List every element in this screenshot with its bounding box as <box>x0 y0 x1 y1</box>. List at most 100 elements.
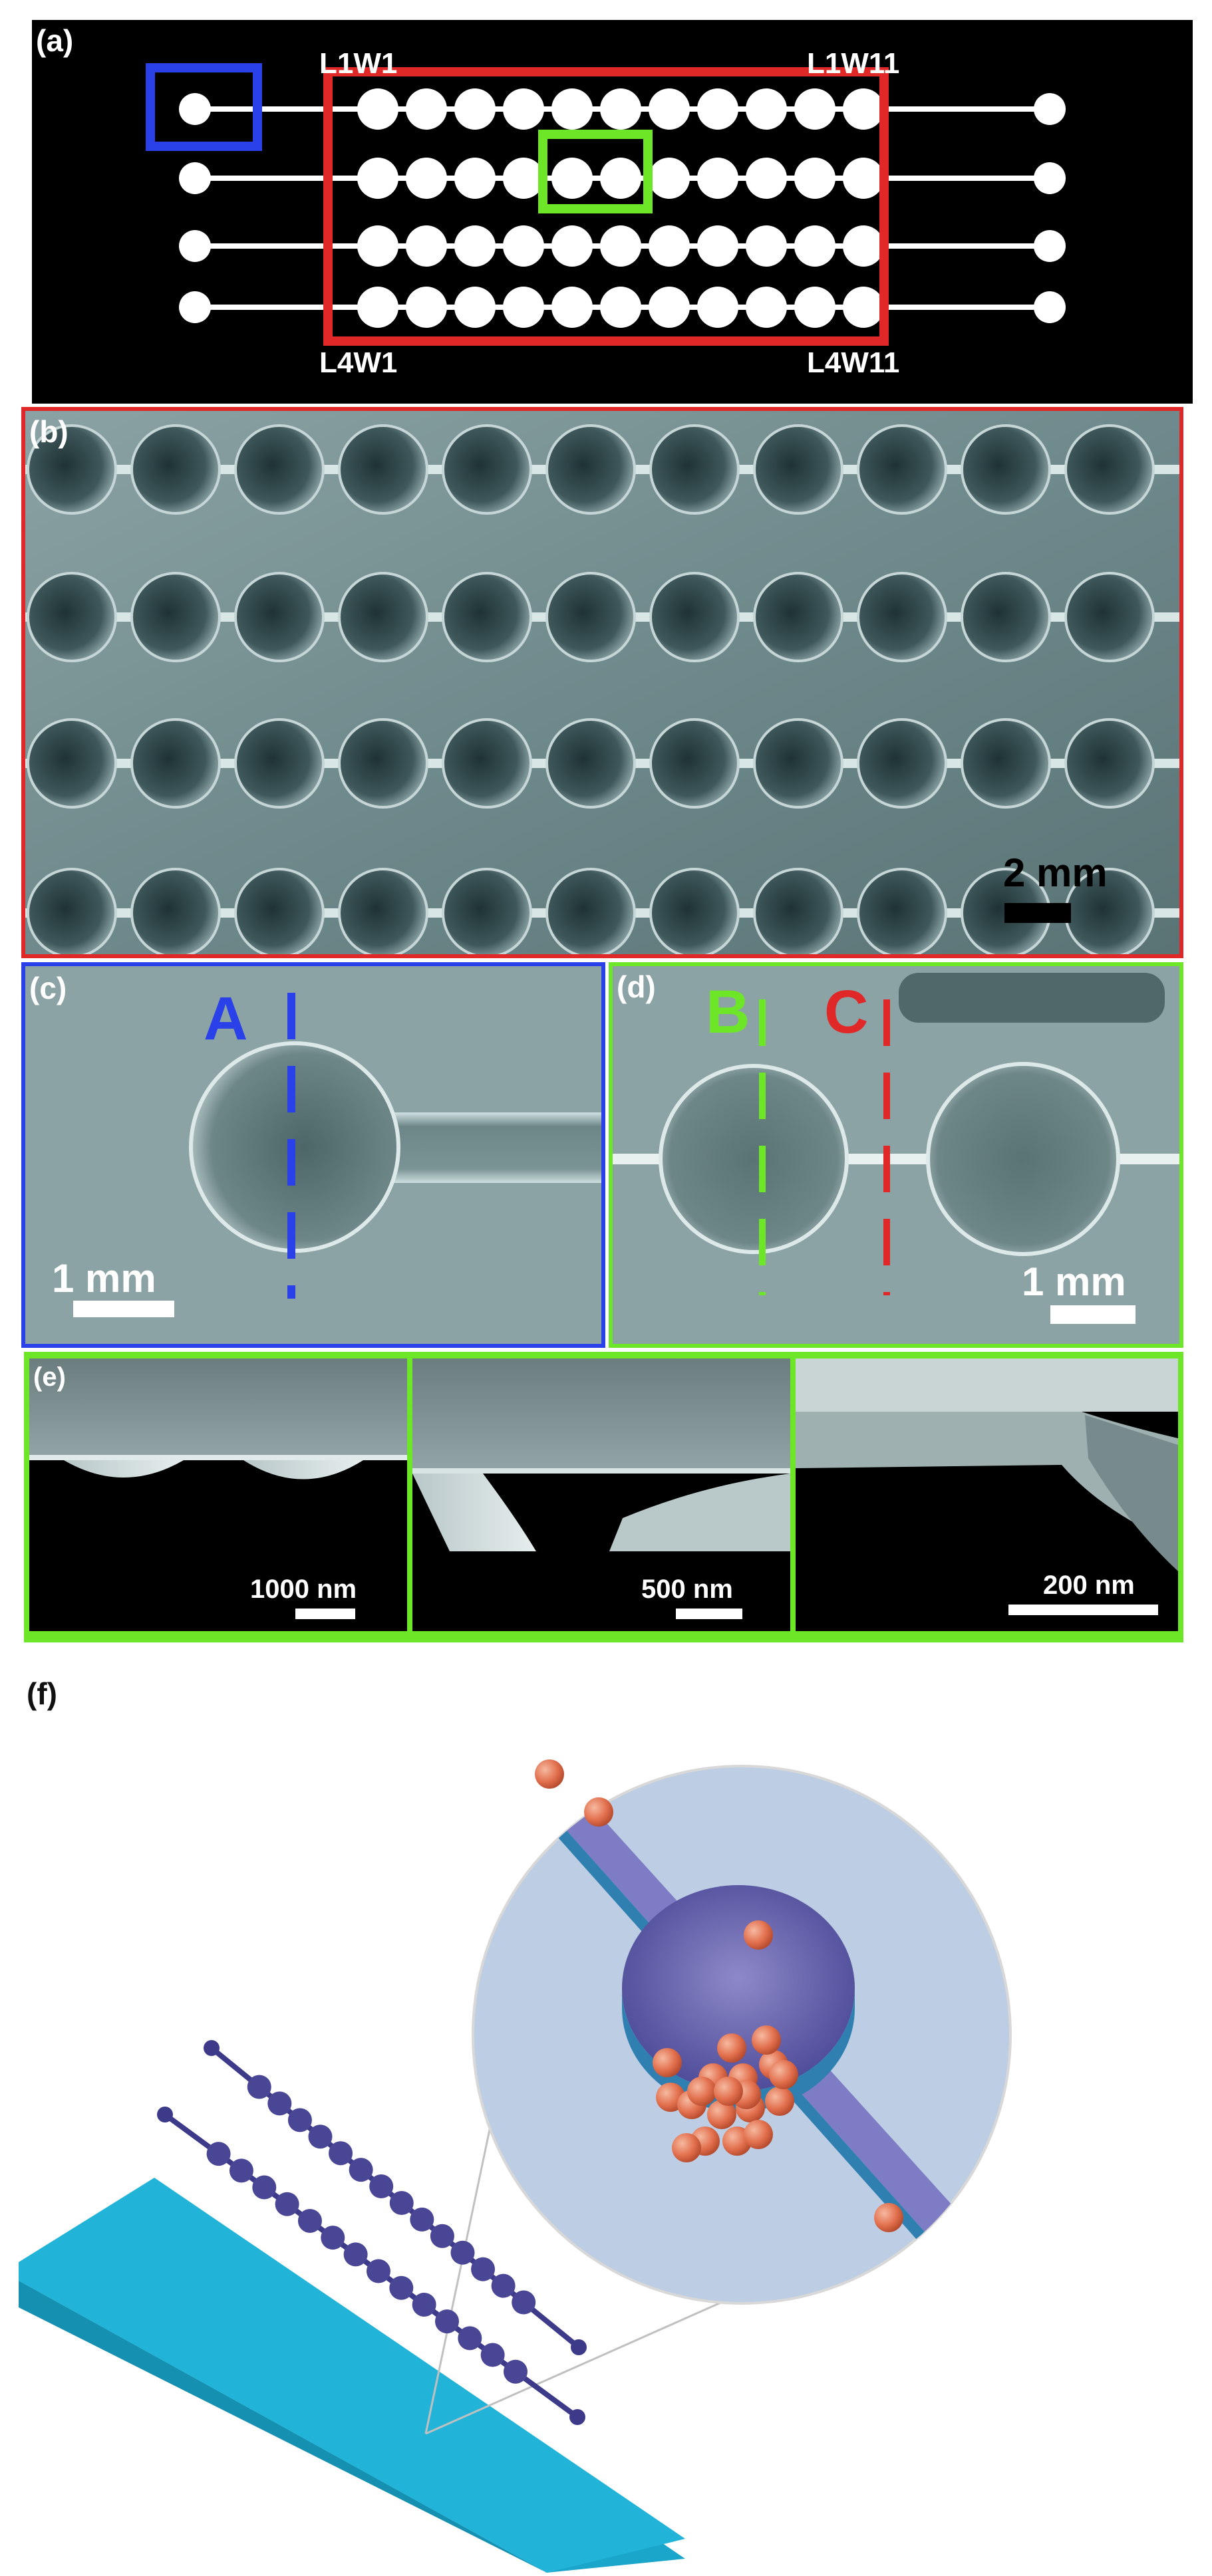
blue-box-single-well <box>146 63 262 151</box>
terminal-right <box>1034 162 1066 194</box>
chip-well <box>206 2142 231 2166</box>
scale-bar-200nm <box>1008 1605 1158 1615</box>
bead <box>744 1920 773 1950</box>
corner-label-l1w11: L1W11 <box>807 47 899 80</box>
well-circle <box>357 287 398 328</box>
well-circle <box>697 287 738 328</box>
sem-well <box>234 718 325 809</box>
scale-bar-label-1000nm: 1000 nm <box>250 1575 357 1604</box>
well-circle <box>551 88 593 130</box>
chip-well <box>491 2273 516 2298</box>
cross-section-images: 1000 nm 500 nm 200 nm <box>29 1358 1178 1631</box>
chip-terminal <box>204 2040 220 2056</box>
chip-well <box>329 2141 353 2166</box>
sem-well <box>649 424 740 515</box>
well-circle <box>454 287 496 328</box>
panel-f-3d-illustration: (f) <box>0 1676 1212 2573</box>
sem-single-well-image: A 1 mm <box>25 966 601 1344</box>
panel-label-c: (c) <box>29 971 67 1005</box>
bead <box>874 2203 903 2232</box>
panel-label-b: (b) <box>29 414 69 449</box>
chip-well <box>343 2242 368 2267</box>
panel-d-well-pair: B C 1 mm (d) <box>609 962 1183 1348</box>
well-circle <box>600 158 641 199</box>
chip-well <box>450 2240 475 2265</box>
green-box-well-pair <box>538 130 653 213</box>
well-circle <box>697 225 738 267</box>
corner-label-l1w1: L1W1 <box>319 47 397 80</box>
scale-bar-label-2mm: 2 mm <box>1003 850 1108 895</box>
well-circle <box>794 158 835 199</box>
chip-well <box>297 2208 322 2233</box>
well-left <box>659 1064 849 1254</box>
sem-well <box>1064 424 1155 515</box>
sem-well <box>545 424 636 515</box>
chip-well <box>504 2359 528 2384</box>
sem-well <box>27 572 117 662</box>
bead <box>672 2133 701 2162</box>
scale-bar-label-200nm: 200 nm <box>1043 1571 1135 1600</box>
scale-bar-500nm <box>676 1609 742 1619</box>
bead <box>717 2033 746 2063</box>
well-circle <box>600 225 641 267</box>
well-circle <box>357 158 398 199</box>
well-right <box>926 1062 1120 1256</box>
sem-well <box>649 572 740 662</box>
chip-well <box>349 2158 373 2182</box>
bead <box>584 1797 613 1827</box>
well-circle <box>551 158 593 199</box>
well-circle <box>794 287 835 328</box>
well-circle <box>843 88 884 130</box>
bead <box>765 2087 794 2116</box>
well-circle <box>503 225 544 267</box>
sem-well <box>234 572 325 662</box>
sem-wells <box>27 424 1155 954</box>
bead <box>687 2077 716 2106</box>
panel-a-schematic: L1W1 L1W11 L4W1 L4W11 (a) <box>32 20 1193 404</box>
well-circle <box>697 88 738 130</box>
well-circle <box>357 225 398 267</box>
corner-label-l4w11: L4W11 <box>807 346 899 379</box>
terminal-right <box>1034 230 1066 262</box>
chip-well <box>321 2226 345 2250</box>
chip-block <box>19 2178 685 2573</box>
sem-well <box>442 572 532 662</box>
scale-bar-1000nm <box>295 1609 355 1619</box>
well-circle <box>600 287 641 328</box>
panel-label-f: (f) <box>27 1676 57 1711</box>
well-circle <box>649 88 690 130</box>
cross-section-500nm: 500 nm <box>412 1358 790 1631</box>
panel-e-cross-sections: 1000 nm 500 nm 200 nm (e) <box>24 1352 1183 1642</box>
sem-well <box>753 572 843 662</box>
chip-well <box>287 2108 312 2132</box>
well-circle <box>503 287 544 328</box>
sem-well <box>442 424 532 515</box>
sem-well <box>338 718 428 809</box>
sem-well <box>961 424 1051 515</box>
well-circle <box>649 287 690 328</box>
section-letter-a: A <box>204 985 247 1053</box>
bead <box>752 2025 781 2055</box>
sem-well <box>1064 718 1155 809</box>
well-circle <box>551 225 593 267</box>
well-circle <box>794 88 835 130</box>
well-circle <box>406 88 447 130</box>
sem-well <box>857 868 947 954</box>
well-circle <box>697 158 738 199</box>
panel-label-a: (a) <box>36 23 74 58</box>
chip-illustration <box>19 1759 1012 2573</box>
well-circle <box>746 287 787 328</box>
well-circle <box>406 158 447 199</box>
sem-well <box>649 718 740 809</box>
chip-terminal <box>569 2409 585 2425</box>
panel-b-sem-array: 2 mm (b) <box>21 407 1183 958</box>
well-circle <box>503 88 544 130</box>
well-circle <box>794 225 835 267</box>
well-circle <box>746 225 787 267</box>
sem-well <box>130 868 221 954</box>
cross-section-1000nm: 1000 nm <box>29 1358 407 1631</box>
sem-well <box>27 424 117 515</box>
chip-well <box>369 2174 394 2199</box>
terminal-left <box>179 230 211 262</box>
sem-well <box>130 424 221 515</box>
